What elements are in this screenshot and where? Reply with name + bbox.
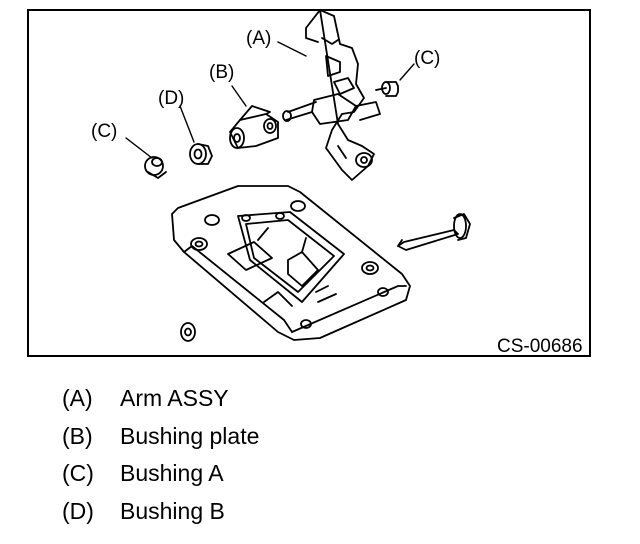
callout-leaders <box>125 41 415 159</box>
legend-text: Bushing B <box>120 497 225 524</box>
callout-c-left: (C) <box>91 121 117 142</box>
legend-text: Bushing plate <box>120 422 260 449</box>
diagram-frame: (A) (B) (C) (D) (C) CS-00686 <box>27 9 591 357</box>
legend-row-b: (B) Bushing plate <box>62 418 462 456</box>
callout-a: (A) <box>246 28 271 49</box>
legend-row-c: (C) Bushing A <box>62 455 462 493</box>
legend-key: (C) <box>62 460 94 486</box>
callout-c-right: (C) <box>414 48 440 69</box>
legend-key: (B) <box>62 422 93 449</box>
bushing-plate-part <box>229 105 279 149</box>
bushing-b-part <box>189 143 213 165</box>
arm-assy-part <box>282 11 381 181</box>
bushing-a-left-part <box>144 156 167 179</box>
legend-text: Bushing A <box>120 460 224 486</box>
callout-b: (B) <box>209 62 234 83</box>
legend-row-a: (A) Arm ASSY <box>62 380 462 418</box>
legend-row-d: (D) Bushing B <box>62 493 462 531</box>
legend-key: (A) <box>62 385 93 411</box>
base-plate-part <box>171 185 411 341</box>
figure-code: CS-00686 <box>497 336 583 355</box>
legend-text: Arm ASSY <box>120 385 229 411</box>
bushing-a-right-part <box>375 81 399 97</box>
bolt-part <box>397 213 471 251</box>
shift-lever-exploded-diagram: (A) (B) (C) (D) (C) CS-00686 <box>91 11 583 355</box>
nut-part <box>180 322 196 342</box>
parts-legend: (A) Arm ASSY (B) Bushing plate (C) Bushi… <box>62 380 462 530</box>
legend-key: (D) <box>62 497 94 524</box>
callout-d: (D) <box>158 88 184 109</box>
